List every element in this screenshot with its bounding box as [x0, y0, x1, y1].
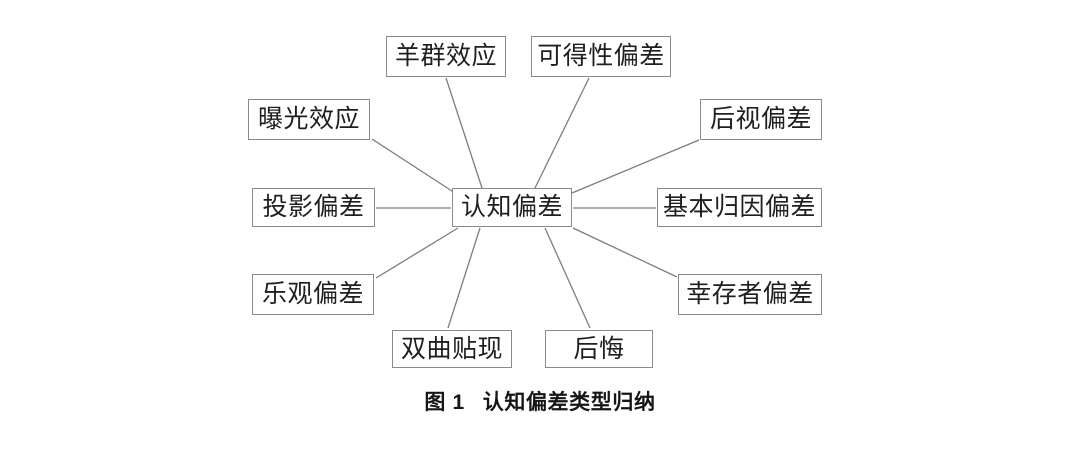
node-hindsight-bias: 后视偏差 — [700, 99, 822, 140]
node-regret: 后悔 — [545, 330, 653, 368]
node-exposure-effect: 曝光效应 — [248, 99, 370, 140]
node-optimism-bias: 乐观偏差 — [252, 274, 374, 315]
node-survivorship-bias: 幸存者偏差 — [678, 274, 822, 315]
edge-center-to-hyperbolic-discounting — [447, 227, 481, 329]
node-herd-effect: 羊群效应 — [386, 36, 506, 77]
edge-center-to-availability-bias — [534, 77, 590, 189]
edge-center-to-regret — [544, 227, 591, 329]
figure-caption-title: 认知偏差类型归纳 — [482, 391, 656, 414]
node-fundamental-attribution-error: 基本归因偏差 — [657, 188, 822, 227]
node-projection-bias: 投影偏差 — [252, 188, 375, 227]
edge-center-to-survivorship-bias — [572, 227, 678, 278]
node-center-cognitive-bias: 认知偏差 — [452, 188, 572, 227]
edge-center-to-hindsight-bias — [571, 139, 700, 194]
edge-center-to-exposure-effect — [371, 138, 456, 194]
edge-center-to-optimism-bias — [375, 227, 459, 279]
figure-caption: 图 1 认知偏差类型归纳 — [0, 386, 1080, 416]
node-availability-bias: 可得性偏差 — [531, 36, 671, 77]
figure-caption-label: 图 1 — [424, 391, 465, 414]
node-hyperbolic-discounting: 双曲贴现 — [392, 330, 512, 368]
edge-center-to-herd-effect — [445, 77, 483, 189]
